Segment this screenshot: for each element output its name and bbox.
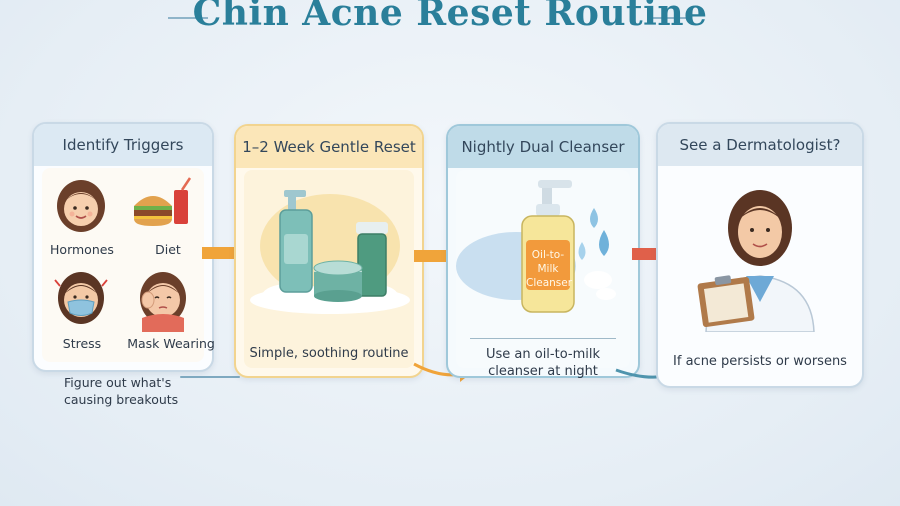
step-heading: See a Dermatologist? [658, 124, 862, 166]
cleanser-caption-line2: cleanser at night [488, 364, 598, 379]
cleanser-caption: Use an oil-to-milk cleanser at night [456, 346, 630, 380]
triggers-note-underline [180, 376, 240, 378]
bottle-label-line2: Cleanser [526, 277, 573, 289]
step-card-dermatologist: See a Dermatologist? If acne persists or… [656, 122, 864, 388]
triggers-panel: Hormones Diet [42, 168, 215, 362]
dermatologist-panel: If acne persists or worsens [666, 168, 854, 378]
hormones-face-icon [46, 176, 116, 240]
step-heading: 1–2 Week Gentle Reset [236, 126, 422, 168]
cleanser-divider [470, 338, 616, 339]
reset-panel: Simple, soothing routine [244, 170, 414, 368]
bottle-label-line1: Oil-to-Milk [531, 249, 565, 275]
step-card-dual-cleanser: Nightly Dual Cleanser Oil-to-Milk Cleans… [446, 124, 640, 379]
trigger-label-hormones: Hormones [50, 242, 114, 257]
title-area: Chin Acne Reset Routine [0, 0, 900, 40]
title-rule-left [168, 17, 208, 19]
cleanser-caption-line1: Use an oil-to-milk [485, 347, 601, 362]
bottle-label: Oil-to-Milk Cleanser [526, 248, 573, 290]
triggers-note-line2: causing breakouts [64, 392, 179, 407]
title-rule-right [652, 17, 692, 19]
skincare-products-icon [248, 180, 412, 320]
triggers-note-line1: Figure out what's [64, 375, 172, 390]
dermatologist-caption: If acne persists or worsens [673, 354, 847, 369]
cleanser-bottle-icon [456, 176, 630, 326]
step-heading: Identify Triggers [34, 124, 212, 166]
doctor-with-clipboard-icon [686, 172, 834, 332]
step-card-gentle-reset: 1–2 Week Gentle Reset Simple, soothing r… [234, 124, 424, 378]
mask-wearing-face-icon [128, 266, 198, 332]
burger-drink-icon [128, 176, 198, 240]
step-heading: Nightly Dual Cleanser [448, 126, 638, 168]
step-card-identify-triggers: Identify Triggers Hormones [32, 122, 215, 372]
trigger-label-diet: Diet [155, 242, 181, 257]
triggers-note: Figure out what's causing breakouts [64, 374, 214, 408]
trigger-label-mask-wearing: Mask Wearing [127, 336, 215, 351]
gentle-reset-caption: Simple, soothing routine [249, 346, 409, 361]
stress-masked-face-icon [46, 266, 116, 330]
page-title: Chin Acne Reset Routine [192, 0, 708, 34]
trigger-label-stress: Stress [62, 336, 102, 351]
cleanser-panel: Oil-to-Milk Cleanser Use an oil-to-milk … [456, 170, 630, 379]
